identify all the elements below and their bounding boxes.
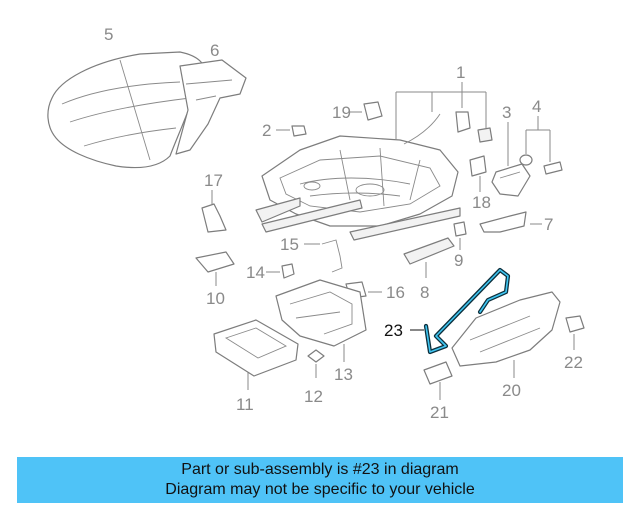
part-21-trim bbox=[423, 361, 453, 400]
part-12-clip bbox=[307, 349, 325, 378]
callout-10: 10 bbox=[206, 289, 225, 308]
part-17-bracket bbox=[201, 190, 227, 233]
callout-22: 22 bbox=[564, 353, 583, 372]
callout-11: 11 bbox=[236, 395, 254, 414]
callout-18: 18 bbox=[472, 193, 491, 212]
callout-3: 3 bbox=[502, 103, 511, 122]
callout-15: 15 bbox=[280, 235, 299, 254]
part-14-bolt bbox=[266, 263, 295, 279]
callout-7: 7 bbox=[544, 215, 553, 234]
part-2-bolt bbox=[276, 125, 307, 137]
part-1-group bbox=[395, 82, 493, 145]
callout-20: 20 bbox=[502, 381, 521, 400]
callout-8: 8 bbox=[420, 283, 429, 302]
part-9-switch bbox=[453, 221, 467, 250]
callout-16: 16 bbox=[386, 283, 405, 302]
part-11-storage-tray bbox=[213, 319, 299, 390]
part-15-harness bbox=[304, 239, 343, 273]
part-22-clip bbox=[565, 315, 585, 350]
part-8-trim bbox=[403, 237, 455, 278]
part-20-side-cover bbox=[451, 291, 561, 378]
callout-19: 19 bbox=[332, 103, 351, 122]
parts-diagram: 5 6 1 19 3 4 2 17 18 7 15 9 14 8 16 10 2… bbox=[47, 25, 585, 422]
part-5-seat-cushion bbox=[47, 51, 207, 169]
callout-12: 12 bbox=[304, 387, 323, 406]
callout-2: 2 bbox=[262, 121, 271, 140]
callout-13: 13 bbox=[334, 365, 353, 384]
callout-1: 1 bbox=[456, 63, 465, 82]
callout-4: 4 bbox=[532, 97, 541, 116]
callout-9: 9 bbox=[454, 251, 463, 270]
part-18-clip bbox=[469, 155, 487, 192]
callout-21: 21 bbox=[430, 403, 449, 422]
part-4-bolts bbox=[519, 116, 563, 175]
part-19-clip bbox=[350, 101, 383, 121]
part-10-cap bbox=[195, 251, 235, 286]
part-7-bracket bbox=[479, 211, 542, 233]
seat-frame bbox=[255, 135, 461, 241]
callout-23: 23 bbox=[384, 321, 403, 340]
part-13-tray bbox=[275, 279, 367, 362]
callout-17: 17 bbox=[204, 171, 223, 190]
part-6-cushion-pad bbox=[175, 59, 247, 155]
part-23-highlighted bbox=[410, 267, 511, 355]
banner-line-part: Part or sub-assembly is #23 in diagram bbox=[181, 461, 459, 478]
banner-line-disclaimer: Diagram may not be specific to your vehi… bbox=[165, 481, 475, 498]
callout-6: 6 bbox=[210, 41, 219, 60]
info-banner: Part or sub-assembly is #23 in diagram D… bbox=[17, 457, 623, 503]
callout-5: 5 bbox=[104, 25, 113, 44]
callout-14: 14 bbox=[246, 263, 265, 282]
